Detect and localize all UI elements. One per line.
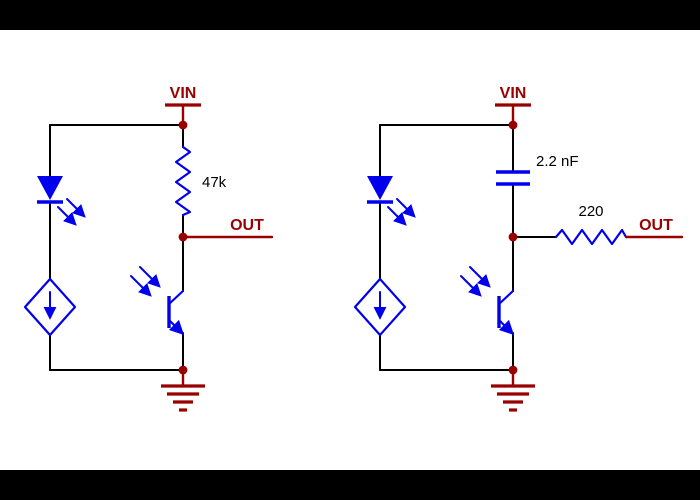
wires xyxy=(379,124,557,371)
capacitor-value-label: 2.2 nF xyxy=(536,153,579,170)
led xyxy=(37,176,86,226)
light-in-arrow xyxy=(469,266,491,288)
current-source-diamond xyxy=(353,277,407,337)
led-triangle xyxy=(37,176,63,200)
node xyxy=(508,232,518,242)
current-source xyxy=(23,277,77,337)
transistor-collector xyxy=(497,289,515,306)
letterbox-top xyxy=(0,0,700,30)
node xyxy=(178,232,188,242)
current-source-diamond xyxy=(23,277,77,337)
node xyxy=(178,120,188,130)
vin-label: VIN xyxy=(500,85,527,102)
transistor-collector xyxy=(167,289,185,306)
led xyxy=(367,176,416,226)
wires xyxy=(49,124,184,371)
node xyxy=(508,120,518,130)
ground-symbol xyxy=(161,368,205,412)
vin-rail: VIN xyxy=(495,85,531,127)
series-resistor: 220 xyxy=(554,203,628,246)
light-in-arrow xyxy=(139,266,161,288)
led-triangle xyxy=(367,176,393,200)
resistor-value-label: 47k xyxy=(202,174,227,191)
right-circuit: VIN 2.2 nF xyxy=(353,85,684,412)
light-in-arrow xyxy=(460,275,482,297)
led-emission-arrow xyxy=(66,198,86,218)
capacitor: 2.2 nF xyxy=(496,153,579,186)
resistor-zigzag xyxy=(174,145,192,217)
out-label: OUT xyxy=(639,217,673,234)
junction-nodes xyxy=(508,120,518,375)
node xyxy=(508,365,518,375)
led-emission-arrow xyxy=(387,206,407,226)
out-net: OUT xyxy=(181,217,274,239)
transistor-emitter xyxy=(167,318,185,336)
led-emission-arrow xyxy=(57,206,77,226)
resistor-value-label: 220 xyxy=(578,203,603,220)
junction-nodes xyxy=(178,120,188,375)
led-emission-arrow xyxy=(396,198,416,218)
vin-rail: VIN xyxy=(165,85,201,127)
transistor-emitter xyxy=(497,318,515,336)
light-in-arrow xyxy=(130,275,152,297)
out-net: OUT xyxy=(624,217,684,239)
ground-symbol xyxy=(491,368,535,412)
out-label: OUT xyxy=(230,217,264,234)
left-circuit: VIN 47k xyxy=(23,85,274,412)
resistor-zigzag xyxy=(554,228,628,246)
vin-label: VIN xyxy=(170,85,197,102)
current-source xyxy=(353,277,407,337)
phototransistor xyxy=(460,266,515,336)
letterbox-bottom xyxy=(0,470,700,500)
node xyxy=(178,365,188,375)
pullup-resistor: 47k xyxy=(174,145,227,217)
phototransistor xyxy=(130,266,185,336)
